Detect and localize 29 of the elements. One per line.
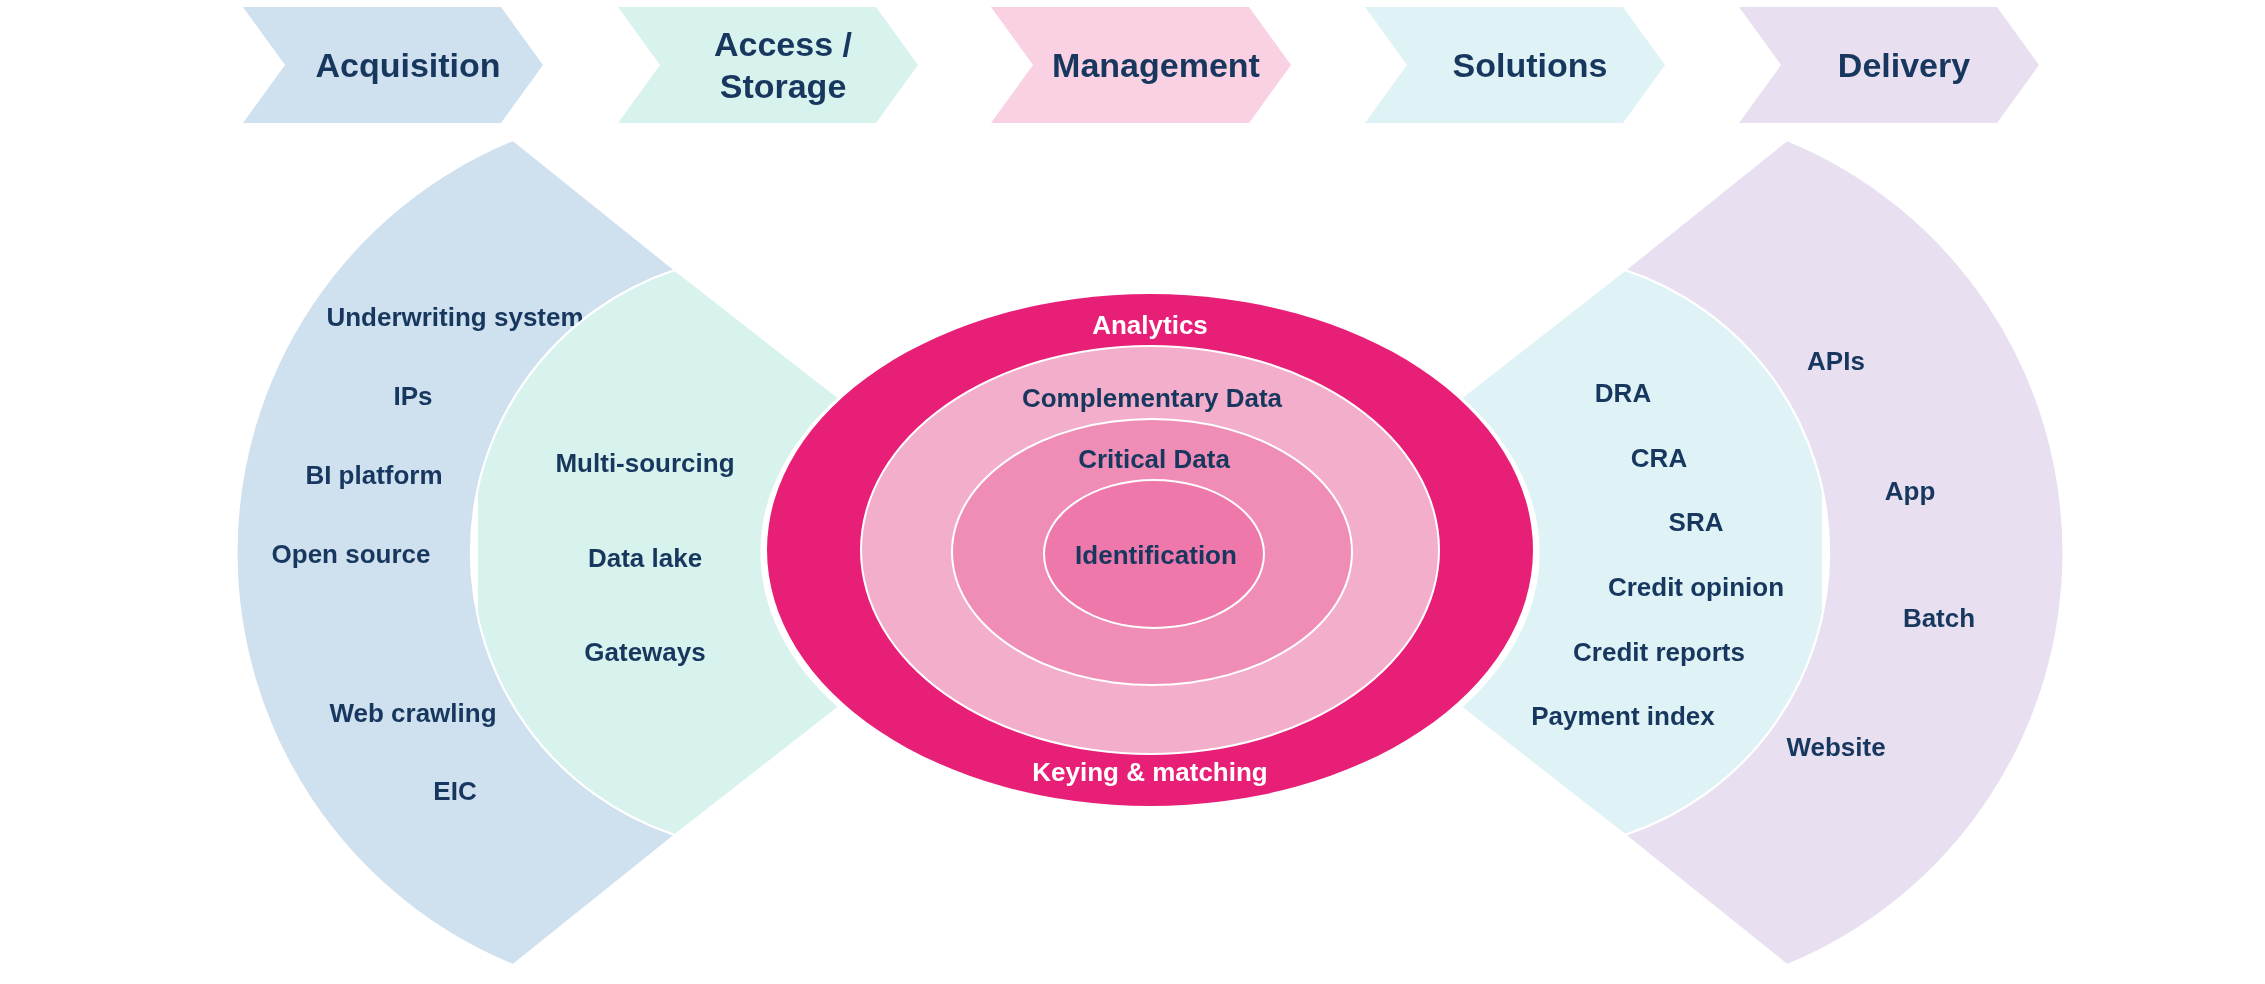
item-label: Web crawling (329, 699, 497, 729)
item-label: Multi-sourcing (555, 449, 735, 479)
step-label: Access / Storage (713, 23, 853, 107)
item-label: Underwriting system (326, 303, 584, 333)
item-label: Payment index (1531, 702, 1715, 732)
item-label: EIC (433, 777, 477, 807)
ring-label: Keying & matching (1032, 758, 1268, 788)
item-label: Open source (271, 540, 431, 570)
item-label: APIs (1807, 347, 1865, 377)
item-label: SRA (1668, 508, 1724, 538)
ring-label: Identification (1075, 541, 1237, 571)
item-label: App (1884, 477, 1936, 507)
item-label: Website (1786, 733, 1886, 763)
item-label: Credit opinion (1607, 573, 1785, 603)
item-label: Gateways (584, 638, 706, 668)
item-label: CRA (1630, 444, 1688, 474)
item-label: Data lake (587, 544, 703, 574)
item-label: BI platform (305, 461, 443, 491)
step-label: Management (1051, 44, 1260, 86)
step-label: Acquisition (314, 44, 501, 86)
item-label: Credit reports (1573, 638, 1745, 668)
ring-label: Complementary Data (1021, 384, 1283, 414)
item-label: Batch (1902, 604, 1976, 634)
ring-label: Analytics (1092, 311, 1208, 341)
item-label: DRA (1594, 379, 1652, 409)
step-label: Delivery (1836, 44, 1971, 86)
item-label: IPs (393, 382, 433, 412)
ring-label: Critical Data (1078, 445, 1230, 475)
step-label: Solutions (1451, 44, 1608, 86)
